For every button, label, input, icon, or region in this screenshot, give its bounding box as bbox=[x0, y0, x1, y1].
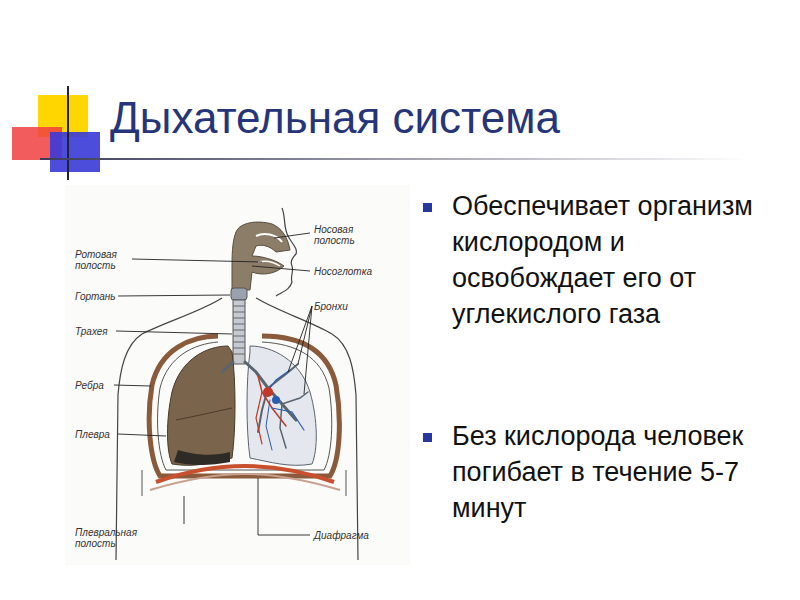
pleura-line bbox=[158, 342, 332, 470]
trachea-ring bbox=[233, 312, 245, 313]
diaphragm-edge bbox=[150, 474, 340, 490]
deco-line bbox=[67, 86, 69, 180]
part-label: Плевра bbox=[75, 429, 135, 440]
right-lung bbox=[247, 346, 316, 465]
part-label: Гортань bbox=[75, 291, 135, 302]
artery bbox=[258, 376, 286, 426]
trachea-ring bbox=[233, 330, 245, 331]
leader-line bbox=[252, 266, 310, 271]
leader-lines bbox=[114, 233, 312, 535]
part-label: Диафрагма bbox=[314, 530, 384, 541]
trachea-ring bbox=[233, 354, 245, 355]
bullet-marker bbox=[423, 203, 432, 212]
trachea-ring bbox=[233, 324, 245, 325]
bullet-text: Без кислорода человек погибает в течение… bbox=[452, 418, 787, 526]
deco-square bbox=[50, 132, 100, 172]
leader-line bbox=[288, 306, 312, 394]
trachea-rings bbox=[233, 306, 245, 354]
trachea-ring bbox=[233, 348, 245, 349]
artery bbox=[256, 392, 262, 444]
leader-line bbox=[274, 233, 310, 238]
part-label: Ротовая полость bbox=[75, 249, 131, 271]
vein bbox=[266, 400, 272, 450]
leader-line bbox=[184, 496, 185, 524]
larynx bbox=[231, 288, 247, 300]
illustration-ground bbox=[65, 185, 410, 565]
left-lung bbox=[168, 346, 236, 465]
part-label: Носовая полость bbox=[314, 224, 370, 246]
trachea-ring bbox=[233, 336, 245, 337]
title-rule bbox=[40, 158, 750, 160]
part-label: Носоглотка bbox=[314, 266, 384, 277]
nasal-concha bbox=[256, 234, 282, 242]
lung-base bbox=[174, 450, 230, 465]
pleural-cavity-line bbox=[142, 470, 346, 496]
slide-title: Дыхательная система bbox=[110, 92, 560, 144]
leader-line bbox=[132, 259, 262, 262]
vein bbox=[272, 408, 304, 430]
leader-line bbox=[258, 478, 310, 535]
hilum bbox=[272, 396, 280, 404]
vein bbox=[264, 370, 290, 396]
hilum bbox=[263, 387, 273, 397]
bullet-marker bbox=[423, 433, 432, 442]
leader-line bbox=[114, 385, 151, 386]
lung-fissure bbox=[176, 408, 232, 420]
trachea-ring bbox=[233, 318, 245, 319]
bronchus bbox=[222, 362, 233, 372]
bullet-text: Обеспечивает организм кислородом и освоб… bbox=[452, 188, 787, 332]
leader-line bbox=[118, 295, 230, 296]
part-label: Бронхи bbox=[314, 301, 374, 312]
trachea-ring bbox=[233, 342, 245, 343]
trachea bbox=[233, 300, 245, 364]
trachea-ring bbox=[233, 306, 245, 307]
nasal-cavity bbox=[232, 222, 290, 290]
bronchial-tree bbox=[222, 362, 308, 450]
part-label: Плевральная полость bbox=[75, 527, 147, 549]
rib-wall bbox=[149, 336, 339, 476]
part-label: Трахея bbox=[75, 326, 135, 337]
leader-line bbox=[116, 331, 232, 334]
part-label: Ребра bbox=[75, 380, 135, 391]
leader-line bbox=[118, 434, 166, 436]
